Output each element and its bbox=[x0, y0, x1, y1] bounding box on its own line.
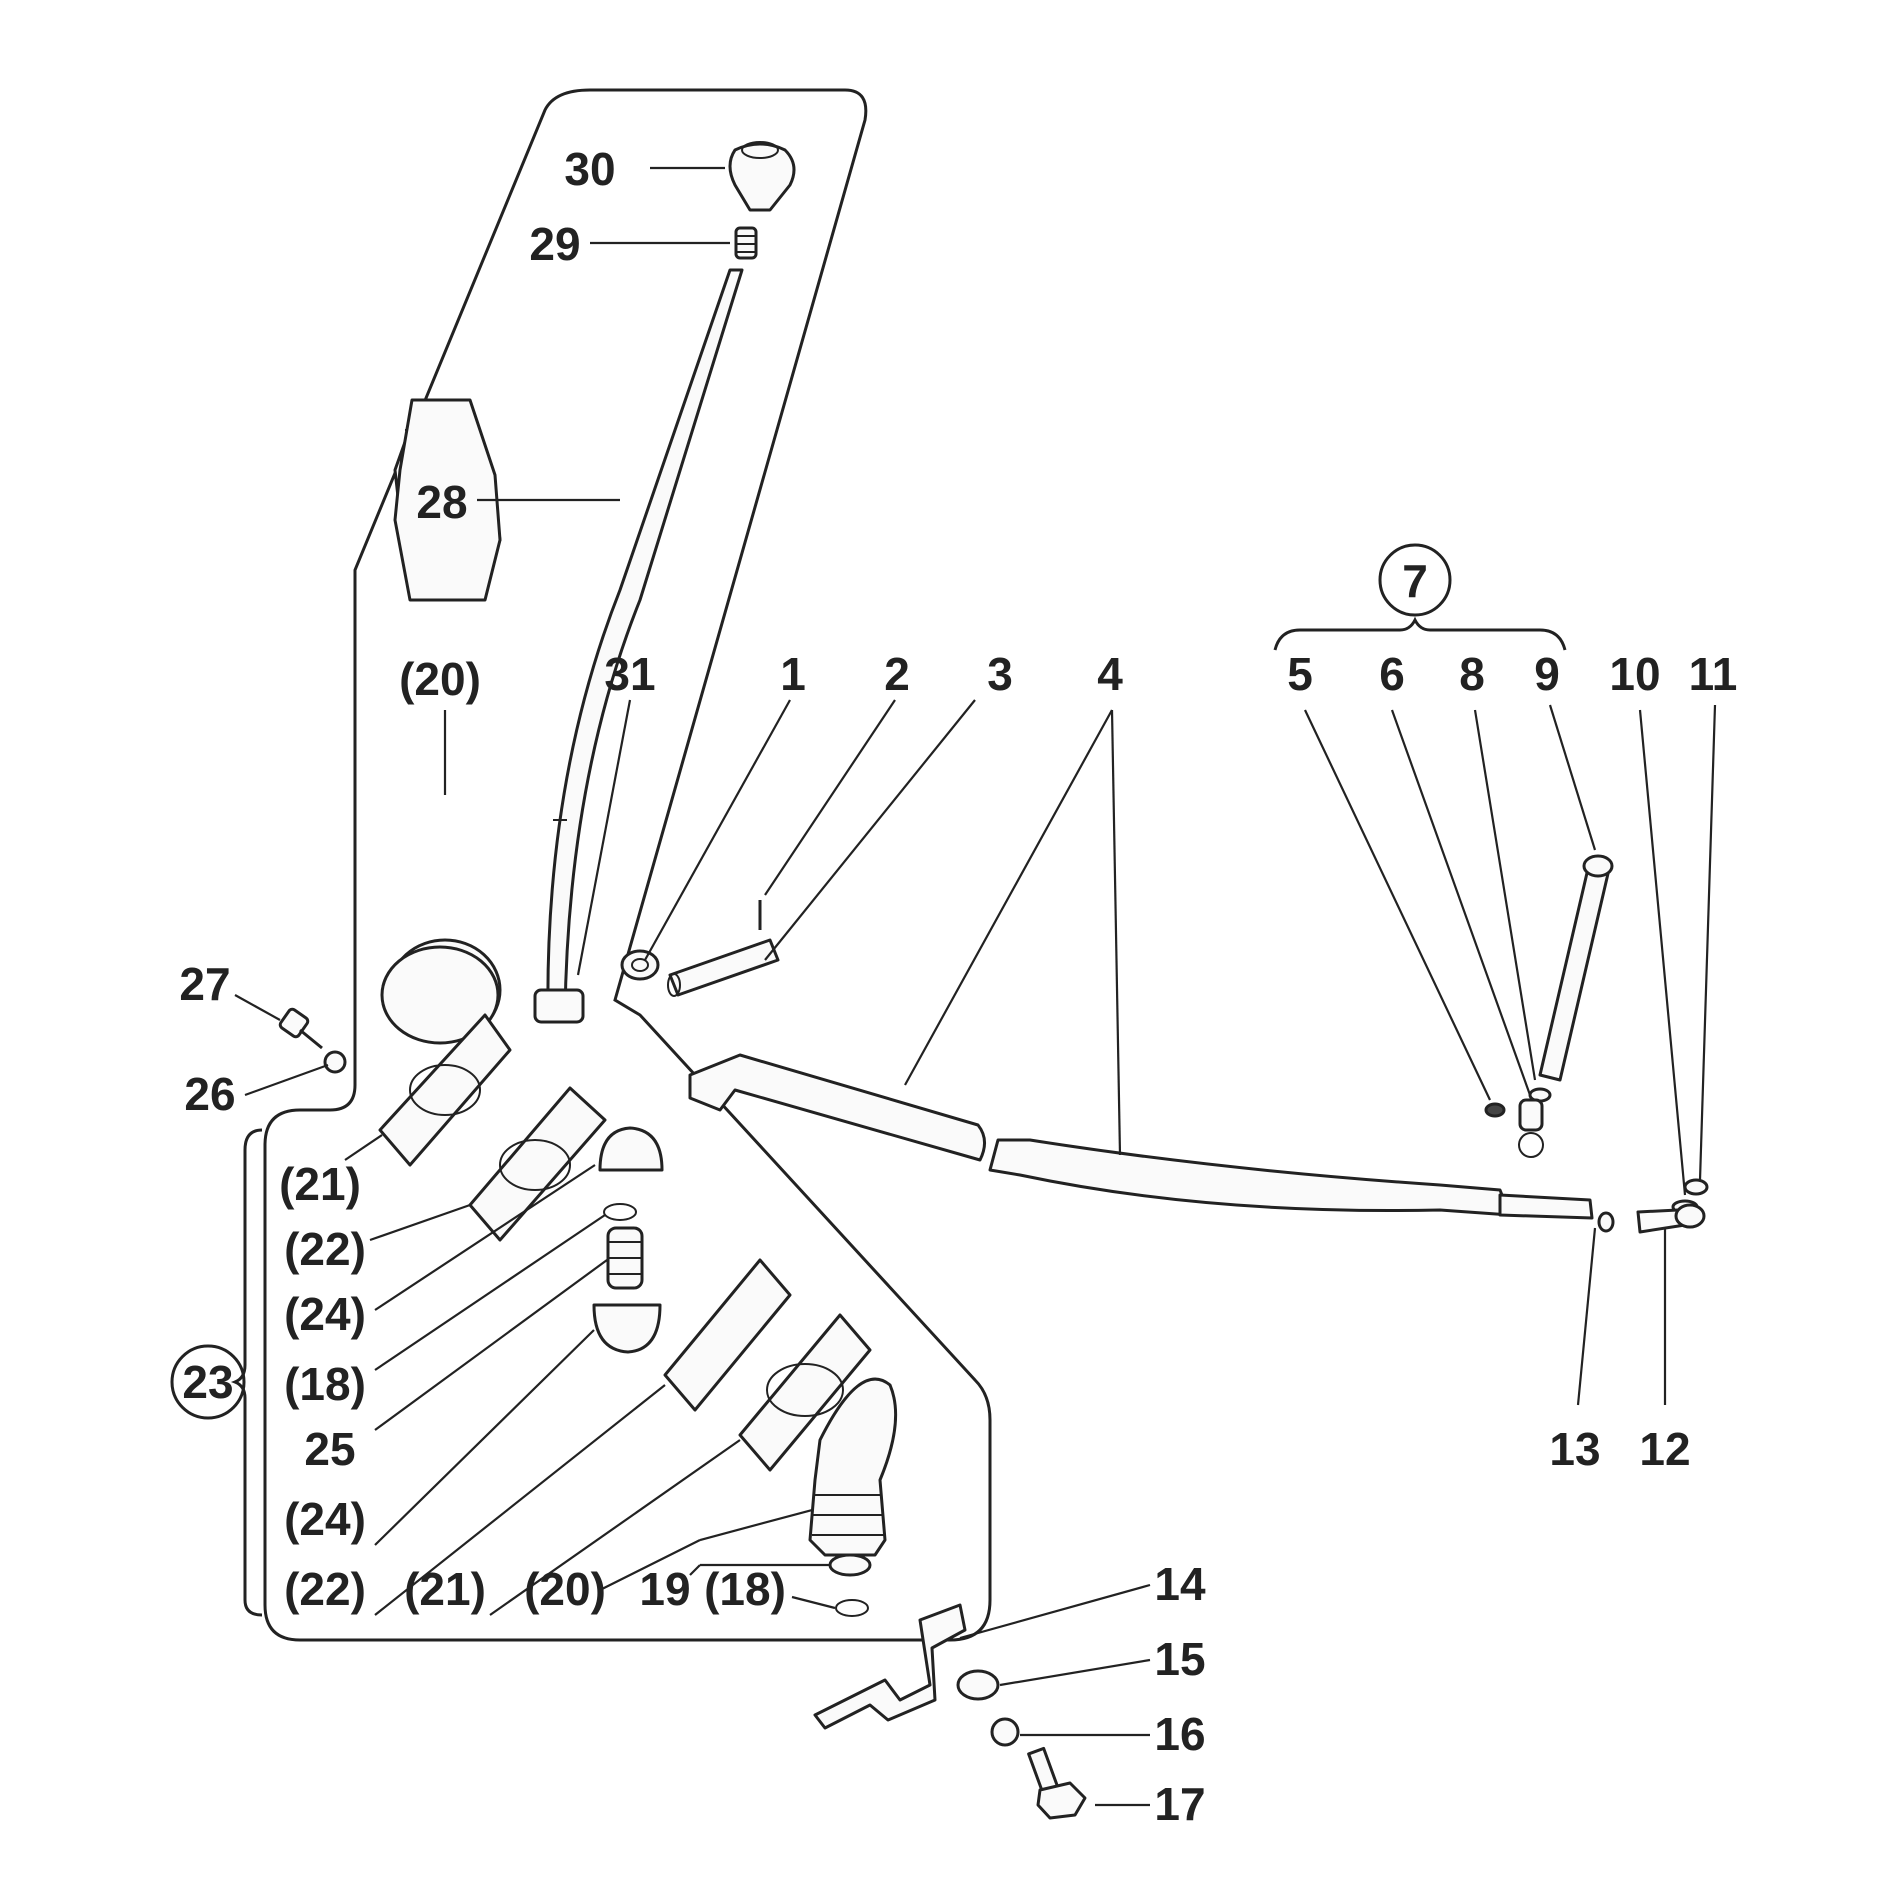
label-13: 13 bbox=[1549, 1423, 1600, 1475]
label-22-lower: (22) bbox=[284, 1563, 366, 1615]
gasket-hole bbox=[499, 1139, 571, 1191]
label-16: 16 bbox=[1154, 1708, 1205, 1760]
nut-13-part bbox=[1597, 1211, 1615, 1233]
group-23-brace bbox=[230, 1128, 263, 1617]
bushing-part bbox=[620, 949, 660, 981]
label-23: 23 bbox=[182, 1356, 233, 1408]
rubber-boot-upper-body bbox=[380, 398, 502, 1045]
group-7-brace bbox=[1273, 616, 1567, 651]
coil-spring-part bbox=[606, 1226, 644, 1290]
pivot-pin-part bbox=[667, 938, 780, 997]
cup-lower-part bbox=[592, 1303, 662, 1354]
group-23-circle bbox=[170, 1344, 246, 1420]
flat-washer-part bbox=[956, 1669, 1000, 1701]
label-22-upper: (22) bbox=[284, 1223, 366, 1275]
ring-upper-part bbox=[603, 1203, 637, 1221]
knob-spring-part bbox=[734, 226, 758, 260]
label-1: 1 bbox=[780, 648, 806, 700]
mounting-plate-upper-part bbox=[378, 1013, 512, 1167]
label-3: 3 bbox=[987, 648, 1013, 700]
bracket-part bbox=[813, 1603, 967, 1730]
label-21-lower: (21) bbox=[404, 1563, 486, 1615]
washer-part bbox=[323, 1050, 347, 1074]
label-11: 11 bbox=[1689, 648, 1738, 700]
label-14: 14 bbox=[1154, 1558, 1206, 1610]
label-27: 27 bbox=[179, 958, 230, 1010]
rod-end-part bbox=[1636, 1203, 1706, 1234]
plate-lower-hole bbox=[766, 1363, 844, 1417]
mounting-plate-lower-part bbox=[738, 1313, 872, 1472]
label-15: 15 bbox=[1154, 1633, 1205, 1685]
lock-washer-part bbox=[990, 1717, 1020, 1747]
hex-bolt-part bbox=[1027, 1746, 1087, 1820]
gasket-plate-lower-part bbox=[663, 1258, 792, 1412]
label-20-upper: (20) bbox=[399, 653, 481, 705]
gear-lever-part bbox=[533, 268, 744, 1024]
gasket-plate-upper-part bbox=[468, 1086, 607, 1242]
label-26: 26 bbox=[184, 1068, 235, 1120]
label-4: 4 bbox=[1097, 648, 1123, 700]
label-24-upper: (24) bbox=[284, 1288, 366, 1340]
ring-18-lower-part bbox=[835, 1599, 869, 1617]
part-labels: 30 29 28 (20) 31 1 2 3 4 7 5 6 8 9 10 11… bbox=[179, 143, 1737, 1830]
label-24-lower: (24) bbox=[284, 1493, 366, 1545]
label-12: 12 bbox=[1639, 1423, 1690, 1475]
nut-5-part bbox=[1484, 1102, 1506, 1118]
link-arm-part bbox=[1538, 854, 1614, 1082]
assembly-boundary bbox=[263, 88, 992, 1642]
label-6: 6 bbox=[1379, 648, 1405, 700]
label-7: 7 bbox=[1402, 555, 1428, 607]
label-2: 2 bbox=[884, 648, 910, 700]
label-20-lower: (20) bbox=[524, 1563, 606, 1615]
label-30: 30 bbox=[564, 143, 615, 195]
ball-joint-part bbox=[1518, 1098, 1544, 1158]
rubber-boot-lower-part bbox=[808, 1377, 898, 1557]
label-8: 8 bbox=[1459, 648, 1485, 700]
bolt-part bbox=[278, 1007, 323, 1050]
selector-rod-part bbox=[688, 1053, 1594, 1220]
label-29: 29 bbox=[529, 218, 580, 270]
group-7-circle bbox=[1378, 543, 1452, 617]
gear-knob-part bbox=[728, 141, 796, 212]
label-5: 5 bbox=[1287, 648, 1313, 700]
label-25: 25 bbox=[304, 1423, 355, 1475]
label-18-lower: (18) bbox=[704, 1563, 786, 1615]
ring-19-part bbox=[828, 1553, 872, 1577]
label-19: 19 bbox=[639, 1563, 690, 1615]
label-28: 28 bbox=[416, 476, 467, 528]
cup-upper-part bbox=[598, 1126, 664, 1172]
label-21-upper: (21) bbox=[279, 1158, 361, 1210]
plate-hole bbox=[409, 1064, 481, 1116]
nut-11-part bbox=[1683, 1178, 1709, 1196]
leader-lines bbox=[234, 166, 1717, 1807]
label-31: 31 bbox=[604, 648, 655, 700]
label-17: 17 bbox=[1154, 1778, 1205, 1830]
label-9: 9 bbox=[1534, 648, 1560, 700]
label-18-upper: (18) bbox=[284, 1358, 366, 1410]
label-10: 10 bbox=[1609, 648, 1660, 700]
